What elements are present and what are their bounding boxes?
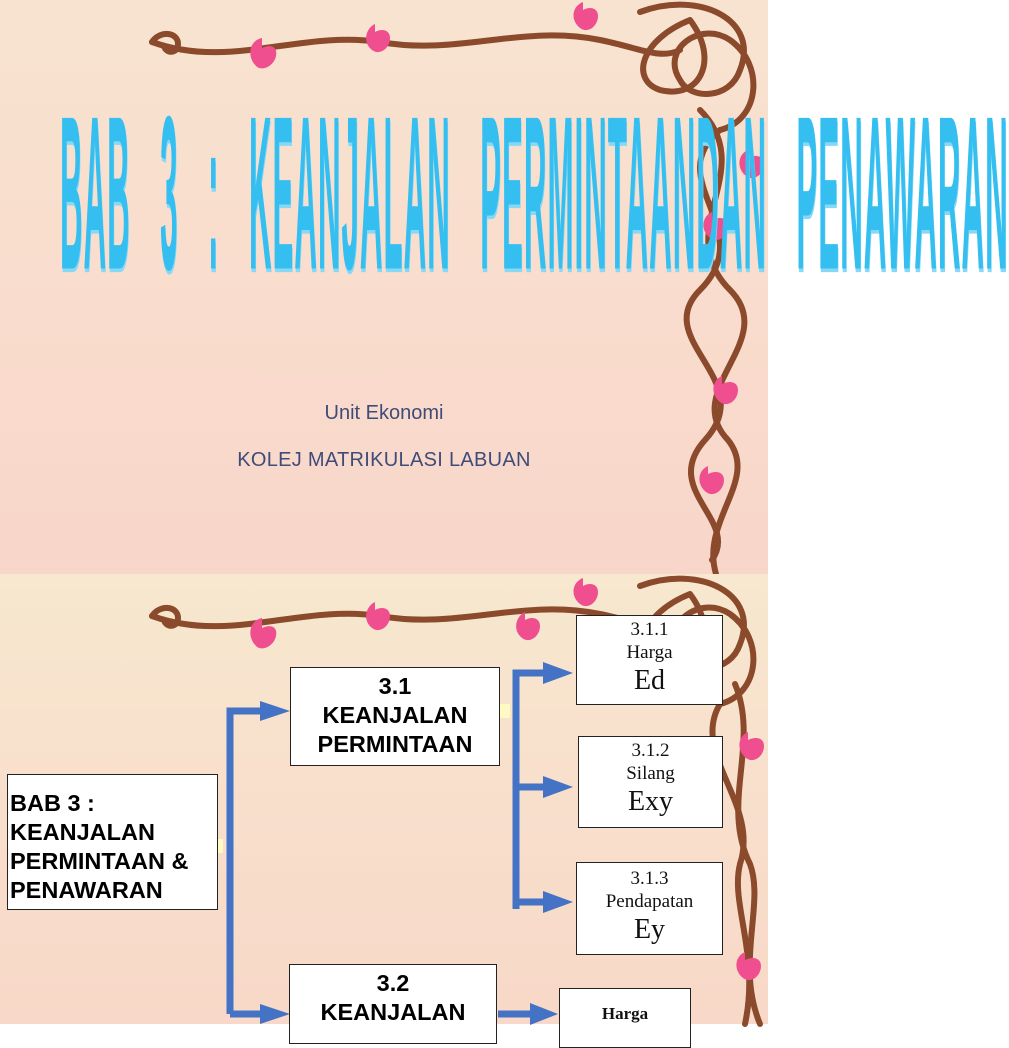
title-text: BAB 3 : KEANJALAN PERMINTAANDAN PENAWARA… [60, 71, 1009, 316]
connector-dot [213, 839, 223, 853]
connector-dot [500, 704, 510, 718]
main-box-line: PERMINTAAN & [10, 848, 189, 874]
subtopic-abbr: Exy [627, 786, 674, 817]
topic-3-2-box: 3.2 KEANJALAN [289, 964, 497, 1044]
topic-number: 3.1 [378, 673, 412, 699]
topic-line: PERMINTAAN [317, 731, 473, 757]
subtopic-number: 3.1.2 [631, 740, 670, 761]
subtopic-3-1-1-box: 3.1.1 Harga Ed [576, 615, 723, 705]
slide-title: BAB 3 : KEANJALAN PERMINTAANDAN PENAWARA… [60, 84, 1008, 322]
topic-3-1-box: 3.1 KEANJALAN PERMINTAAN [290, 667, 500, 766]
subtopic-harga-box: Harga [559, 988, 691, 1048]
topic-line: KEANJALAN [320, 999, 466, 1025]
main-box-line: BAB 3 : [10, 790, 95, 816]
subtopic-number: 3.1.1 [630, 619, 669, 640]
topic-line: KEANJALAN [322, 702, 468, 728]
topic-number: 3.2 [376, 970, 410, 996]
diagram-slide: BAB 3 : KEANJALAN PERMINTAAN & PENAWARAN… [0, 574, 768, 1048]
college-label: KOLEJ MATRIKULASI LABUAN [237, 449, 531, 471]
unit-label: Unit Ekonomi [324, 402, 444, 424]
title-slide: BAB 3 : KEANJALAN PERMINTAANDAN PENAWARA… [0, 0, 1008, 577]
subtopic-word: Harga [601, 1004, 649, 1023]
subtopic-3-1-2-box: 3.1.2 Silang Exy [578, 736, 723, 828]
subtopic-abbr: Ey [633, 914, 666, 945]
vine-border-decoration [149, 1, 764, 577]
subtopic-3-1-3-box: 3.1.3 Pendapatan Ey [576, 862, 723, 955]
main-box-line: KEANJALAN [10, 819, 155, 845]
main-topic-box: BAB 3 : KEANJALAN PERMINTAAN & PENAWARAN [7, 774, 218, 910]
connector-arrows [226, 662, 573, 1025]
subtopic-number: 3.1.3 [630, 868, 669, 889]
subtopic-word: Harga [626, 642, 673, 663]
subtopic-word: Pendapatan [605, 891, 694, 912]
subtopic-abbr: Ed [633, 665, 666, 696]
subtopic-word: Silang [626, 763, 675, 784]
main-box-line: PENAWARAN [10, 877, 163, 903]
